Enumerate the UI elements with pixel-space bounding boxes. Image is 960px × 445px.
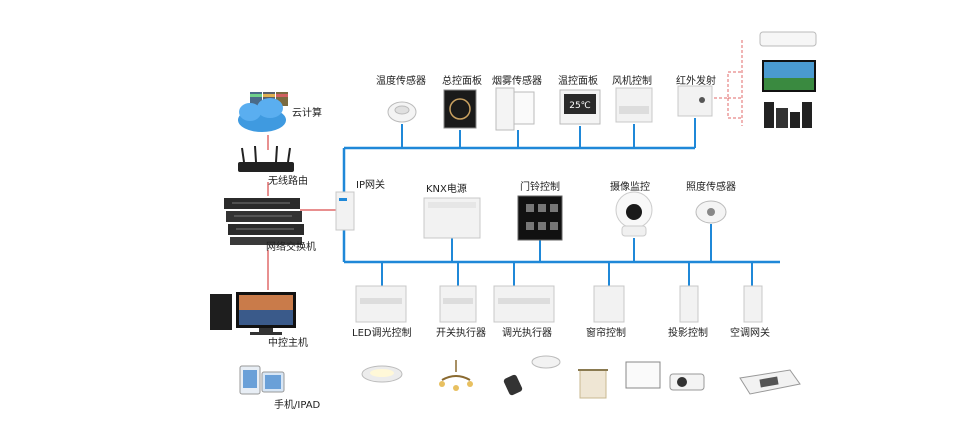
mobile-tablet-icon [239, 365, 285, 395]
audio-system-icon [764, 102, 812, 128]
ir-link-audio [727, 98, 742, 119]
led-dimmer-module [355, 285, 407, 323]
label-router: 无线路由 [268, 176, 308, 187]
label-ac-gateway: 空调网关 [730, 328, 770, 339]
ir-emitter-device [677, 85, 713, 117]
master-panel-device [443, 89, 477, 129]
presence-sensor-device [695, 200, 727, 224]
downlight-icon [361, 365, 403, 383]
label-cloud: 云计算 [292, 108, 322, 119]
projector-module [679, 285, 699, 323]
label-ir-emitter: 红外发射 [676, 76, 716, 87]
curtain-module [593, 285, 625, 323]
label-temp-sensor: 温度传感器 [376, 76, 426, 87]
thermostat-device [559, 89, 601, 125]
label-smoke-sensor: 烟雾传感器 [492, 76, 542, 87]
wireless-router-icon [238, 145, 294, 172]
label-host: 中控主机 [268, 338, 308, 349]
network-switch-icon [224, 198, 304, 245]
chandelier-icon [439, 360, 473, 391]
projection-screen-icon [625, 361, 661, 389]
air-conditioner-icon [759, 31, 817, 47]
ceiling-lamp-icon [531, 355, 561, 369]
thermostat-reading: 25℃ [569, 101, 591, 111]
label-door-control: 门铃控制 [520, 182, 560, 193]
label-led-dimmer: LED调光控制 [352, 328, 412, 339]
switch-actuator-module [439, 285, 477, 323]
label-master-panel: 总控面板 [442, 76, 482, 87]
label-switch: 网络交换机 [266, 242, 316, 253]
cloud-icon [238, 98, 286, 132]
smoke-sensor-device [495, 87, 535, 131]
spotlight-icon [503, 374, 523, 396]
fan-control-device [615, 87, 653, 123]
knx-power-device [423, 197, 481, 239]
temp-sensor-device [387, 101, 417, 123]
curtain-icon [578, 369, 608, 399]
label-curtain-control: 窗帘控制 [586, 328, 626, 339]
label-presence-sensor: 照度传感器 [686, 182, 736, 193]
ac-gateway-module [743, 285, 763, 323]
host-computer-icon [210, 292, 296, 335]
label-fan-control: 风机控制 [612, 76, 652, 87]
label-dimming-actuator: 调光执行器 [502, 328, 552, 339]
label-projector-control: 投影控制 [668, 328, 708, 339]
ir-link-ac [714, 71, 742, 99]
label-camera: 摄像监控 [610, 182, 650, 193]
ceiling-ac-icon [739, 369, 801, 395]
door-panel-device [517, 195, 563, 241]
label-knx-power: KNX电源 [426, 184, 467, 195]
projector-icon [669, 373, 705, 391]
label-mobile: 手机/IPAD [274, 400, 321, 411]
label-switch-actuator: 开关执行器 [436, 328, 486, 339]
label-gateway: IP网关 [356, 180, 385, 191]
ip-gateway-device [335, 191, 355, 231]
dimming-actuator-module [493, 285, 555, 323]
tv-icon [762, 60, 816, 92]
camera-device [615, 191, 653, 237]
label-thermostat: 温控面板 [558, 76, 598, 87]
